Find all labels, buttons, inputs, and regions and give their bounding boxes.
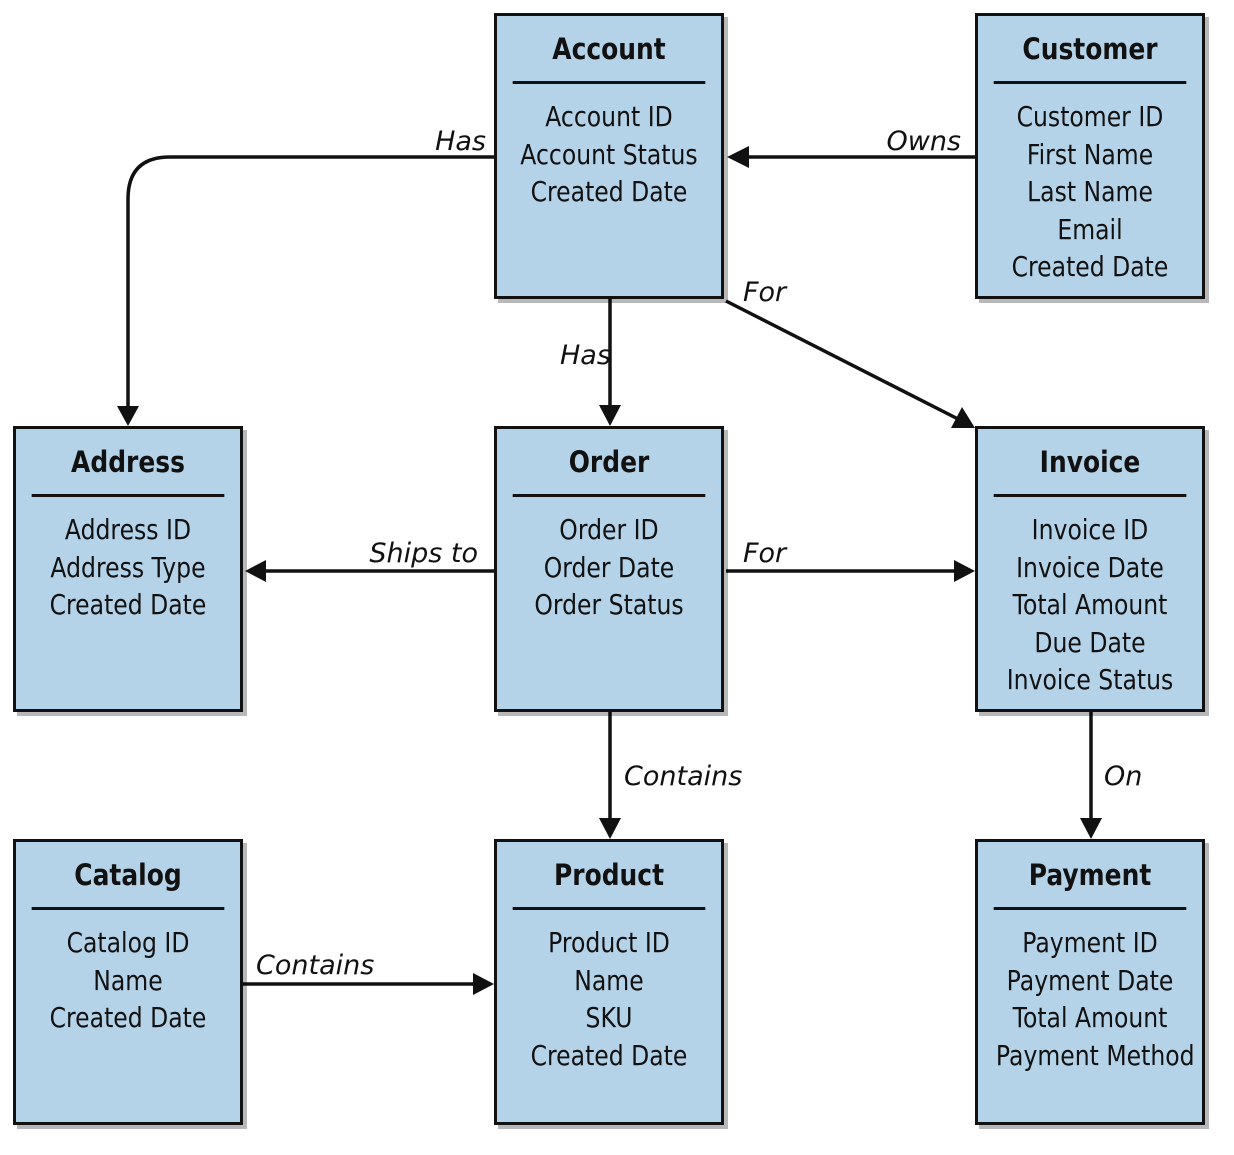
entity-field: Email (1057, 212, 1123, 246)
entity-fields: Product ID Name SKU Created Date (497, 910, 721, 1074)
entity-field: Last Name (1027, 175, 1153, 208)
arrowhead-to-invoice-corner (951, 407, 975, 428)
entity-fields: Payment ID Payment Date Total Amount Pay… (978, 910, 1202, 1074)
entity-field: Created Date (1011, 250, 1169, 283)
entity-title: Payment (993, 842, 1187, 910)
arrowhead-to-address-right (245, 560, 266, 582)
entity-field: Name (574, 963, 644, 997)
entity-field: Name (93, 963, 163, 997)
label-order-contains-product: Contains (624, 761, 742, 792)
entity-field: Account ID (545, 100, 673, 133)
entity-field: Created Date (530, 175, 688, 208)
entity-payment: Payment Payment ID Payment Date Total Am… (975, 839, 1205, 1125)
arrowhead-to-address-top (117, 406, 139, 426)
entity-field: Account Status (520, 137, 698, 171)
entity-title: Product (512, 842, 706, 910)
arrowhead-to-payment-top (1080, 818, 1102, 839)
entity-address: Address Address ID Address Type Created … (13, 426, 243, 712)
entity-field: Total Amount (1012, 588, 1168, 621)
label-catalog-contains-product: Contains (256, 950, 374, 981)
entity-fields: Address ID Address Type Created Date (16, 497, 240, 624)
entity-field: Created Date (49, 1001, 207, 1034)
entity-title: Catalog (31, 842, 225, 910)
label-account-for-invoice: For (743, 277, 788, 308)
entity-field: Order ID (559, 513, 659, 546)
label-account-has-address: Has (435, 126, 486, 157)
entity-fields: Catalog ID Name Created Date (16, 910, 240, 1037)
entity-field: Address Type (50, 550, 206, 584)
entity-title: Address (31, 429, 225, 497)
label-invoice-on-payment: On (1104, 761, 1142, 792)
connector-account-invoice (725, 299, 961, 422)
arrowhead-to-account-right (727, 146, 749, 168)
arrowhead-to-product-top (599, 818, 621, 839)
entity-title: Invoice (993, 429, 1187, 497)
entity-fields: Invoice ID Invoice Date Total Amount Due… (978, 497, 1202, 699)
entity-field: Due Date (1034, 625, 1146, 659)
entity-customer: Customer Customer ID First Name Last Nam… (975, 13, 1205, 299)
entity-field: Payment Method (995, 1038, 1195, 1072)
entity-field: Order Date (543, 550, 675, 584)
entity-field: Address ID (64, 513, 192, 546)
entity-field: Order Status (534, 588, 684, 621)
entity-field: Invoice Status (1006, 663, 1174, 696)
entity-fields: Account ID Account Status Created Date (497, 84, 721, 211)
entity-field: Product ID (548, 926, 670, 959)
label-customer-owns-account: Owns (886, 126, 961, 157)
entity-field: Total Amount (1012, 1001, 1168, 1034)
entity-invoice: Invoice Invoice ID Invoice Date Total Am… (975, 426, 1205, 712)
entity-fields: Customer ID First Name Last Name Email C… (978, 84, 1202, 286)
connector-account-address (126, 155, 494, 410)
entity-catalog: Catalog Catalog ID Name Created Date (13, 839, 243, 1125)
arrowhead-to-product-left (473, 973, 494, 995)
entity-field: Invoice Date (1016, 550, 1164, 584)
entity-field: Payment Date (1006, 963, 1174, 997)
entity-order: Order Order ID Order Date Order Status (494, 426, 724, 712)
entity-field: Invoice ID (1031, 513, 1149, 546)
entity-field: Created Date (530, 1038, 688, 1072)
entity-field: Customer ID (1016, 100, 1164, 133)
entity-field: Catalog ID (66, 926, 190, 959)
label-order-for-invoice: For (743, 538, 788, 569)
entity-title: Account (512, 16, 706, 84)
arrowhead-to-invoice-left (954, 560, 975, 582)
entity-field: Created Date (49, 588, 207, 621)
entity-title: Order (512, 429, 706, 497)
entity-field: Payment ID (1022, 926, 1158, 959)
arrowhead-to-order-top (599, 405, 621, 426)
label-account-has-order: Has (560, 340, 611, 371)
entity-product: Product Product ID Name SKU Created Date (494, 839, 724, 1125)
entity-field: First Name (1026, 137, 1154, 171)
entity-title: Customer (993, 16, 1187, 84)
label-order-ships-to-address: Ships to (369, 538, 478, 569)
entity-fields: Order ID Order Date Order Status (497, 497, 721, 624)
entity-field: SKU (585, 1001, 633, 1034)
entity-account: Account Account ID Account Status Create… (494, 13, 724, 299)
